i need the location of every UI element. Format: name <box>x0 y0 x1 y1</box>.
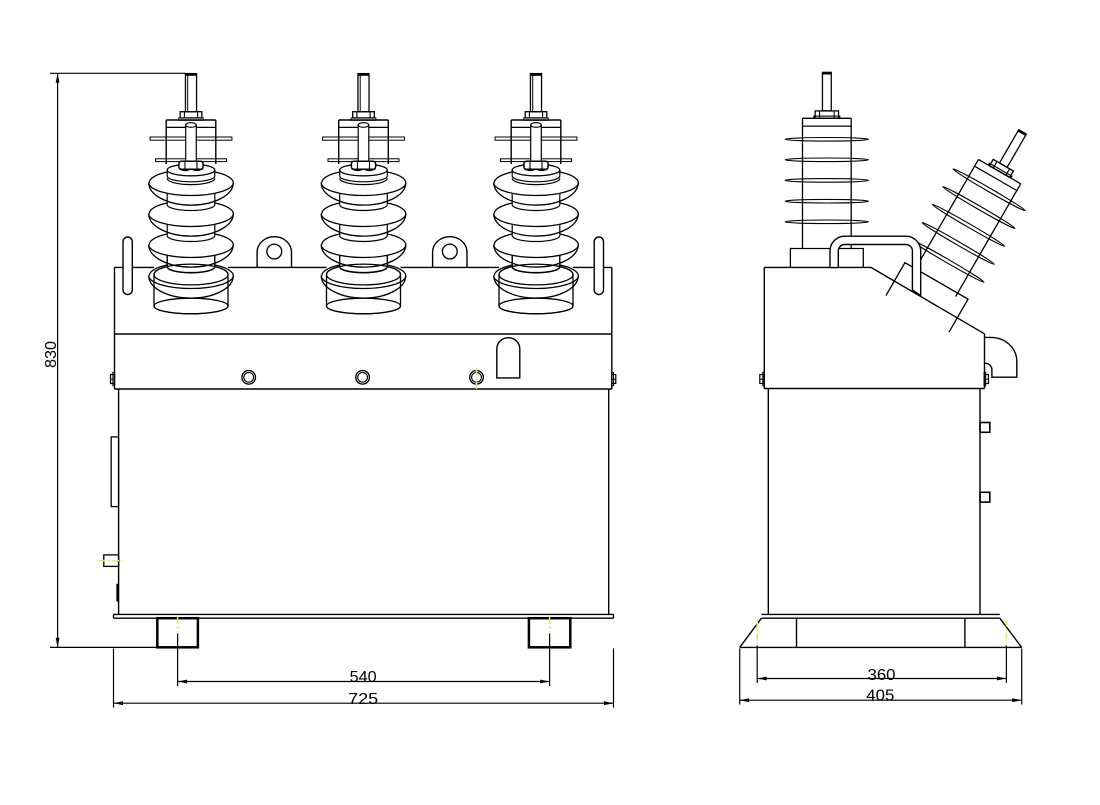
svg-text:405: 405 <box>866 688 894 705</box>
svg-text:360: 360 <box>868 667 896 684</box>
svg-text:540: 540 <box>350 669 377 686</box>
svg-text:725: 725 <box>348 691 378 708</box>
svg-text:830: 830 <box>43 341 60 368</box>
